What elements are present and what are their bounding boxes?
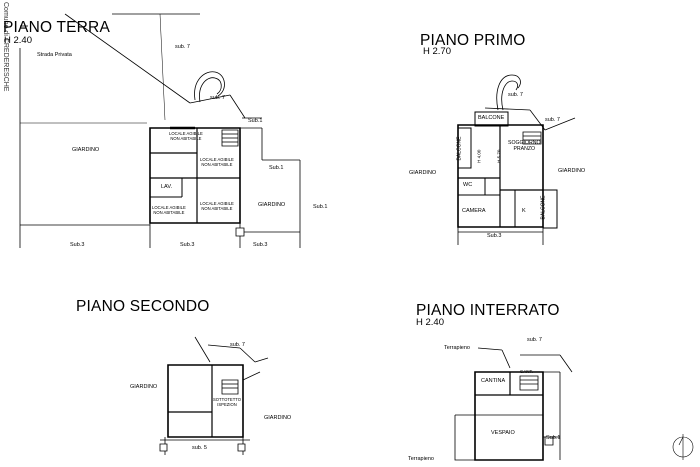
piano-terra-plan <box>20 14 300 248</box>
pt-sub3-b: Sub.3 <box>180 242 195 248</box>
pt-sub3-a: Sub.3 <box>70 242 85 248</box>
pt-sub1-c: Sub.1 <box>313 204 328 210</box>
ps-garden-right: GIARDINO <box>264 415 292 421</box>
pp-sub7-a: sub. 7 <box>508 92 523 98</box>
piano-interrato-title: PIANO INTERRATO <box>416 302 560 319</box>
piano-terra-title: PIANO TERRA <box>3 19 110 36</box>
pi-vespaio: VESPAIO <box>491 430 515 436</box>
pt-sub7-top: sub. 7 <box>175 44 190 50</box>
piano-secondo-title: PIANO SECONDO <box>76 298 210 315</box>
edge-label: Comune di CREDERESCHE <box>2 2 9 92</box>
pt-locale-tr: LOCALE AGIBILE NON ABITABILE <box>200 157 234 167</box>
pi-terrapieno-top: Terrapieno <box>444 345 470 351</box>
pt-sub1-b: Sub.1 <box>269 165 284 171</box>
pi-cantina: CANTINA <box>481 378 506 384</box>
pt-sub3-c: Sub.3 <box>253 242 268 248</box>
piano-primo-height: H 2.70 <box>423 46 451 57</box>
piano-interrato-height: H 2.40 <box>416 317 444 328</box>
pi-sub7: sub. 7 <box>527 337 542 343</box>
pi-sub1: Sub.1 <box>546 435 561 441</box>
piano-terra-height: H 2.40 <box>4 35 32 46</box>
ps-sottotetto: SOTTOTETTO ISPEZION <box>213 397 241 407</box>
pp-garden-left: GIARDINO <box>409 170 437 176</box>
pp-balcone-top: BALCONE <box>478 115 505 121</box>
piano-primo-plan <box>458 75 575 245</box>
pp-soggiorno: SOGGIORNO PRANZO <box>508 140 541 152</box>
pi-cant: CANT. <box>520 369 534 374</box>
pp-k: K <box>522 208 526 214</box>
ps-sub5: sub. 5 <box>192 445 207 451</box>
piano-secondo-plan <box>160 337 268 455</box>
pt-garden-left: GIARDINO <box>72 147 100 153</box>
ps-sub7: sub. 7 <box>230 342 245 348</box>
pp-balcone-right: BALCONE <box>540 195 547 220</box>
piano-interrato-plan <box>455 348 693 460</box>
pt-garden-right: GIARDINO <box>258 202 286 208</box>
road-label: Strada Privata <box>37 52 72 58</box>
pp-sub3: Sub.3 <box>487 233 502 239</box>
pp-garden-right: GIARDINO <box>558 168 586 174</box>
pt-sub7-stair: sub. 7 <box>210 95 225 101</box>
pt-sub1-a: Sub.1 <box>248 118 263 124</box>
pp-camera: CAMERA <box>462 208 486 214</box>
pt-lav: LAV. <box>161 184 173 190</box>
pp-wc: WC <box>463 182 473 188</box>
pt-locale-tl: LOCALE AGIBILE NON ABITABILE <box>169 131 203 141</box>
piano-primo-title: PIANO PRIMO <box>420 32 526 49</box>
pi-terrapieno-bottom: Terrapieno <box>408 456 434 462</box>
pp-balcone-left: BALCONE <box>456 136 463 161</box>
pp-sub7-b: sub. 7 <box>545 117 560 123</box>
pt-locale-bl: LOCALE AGIBILE NON ABITABILE <box>152 205 186 215</box>
ps-garden-left: GIARDINO <box>130 384 158 390</box>
pt-locale-br: LOCALE AGIBILE NON ABITABILE <box>200 201 234 211</box>
pp-h400: H 4.00 <box>476 149 482 163</box>
pp-h570: H 5.70 <box>496 149 502 163</box>
